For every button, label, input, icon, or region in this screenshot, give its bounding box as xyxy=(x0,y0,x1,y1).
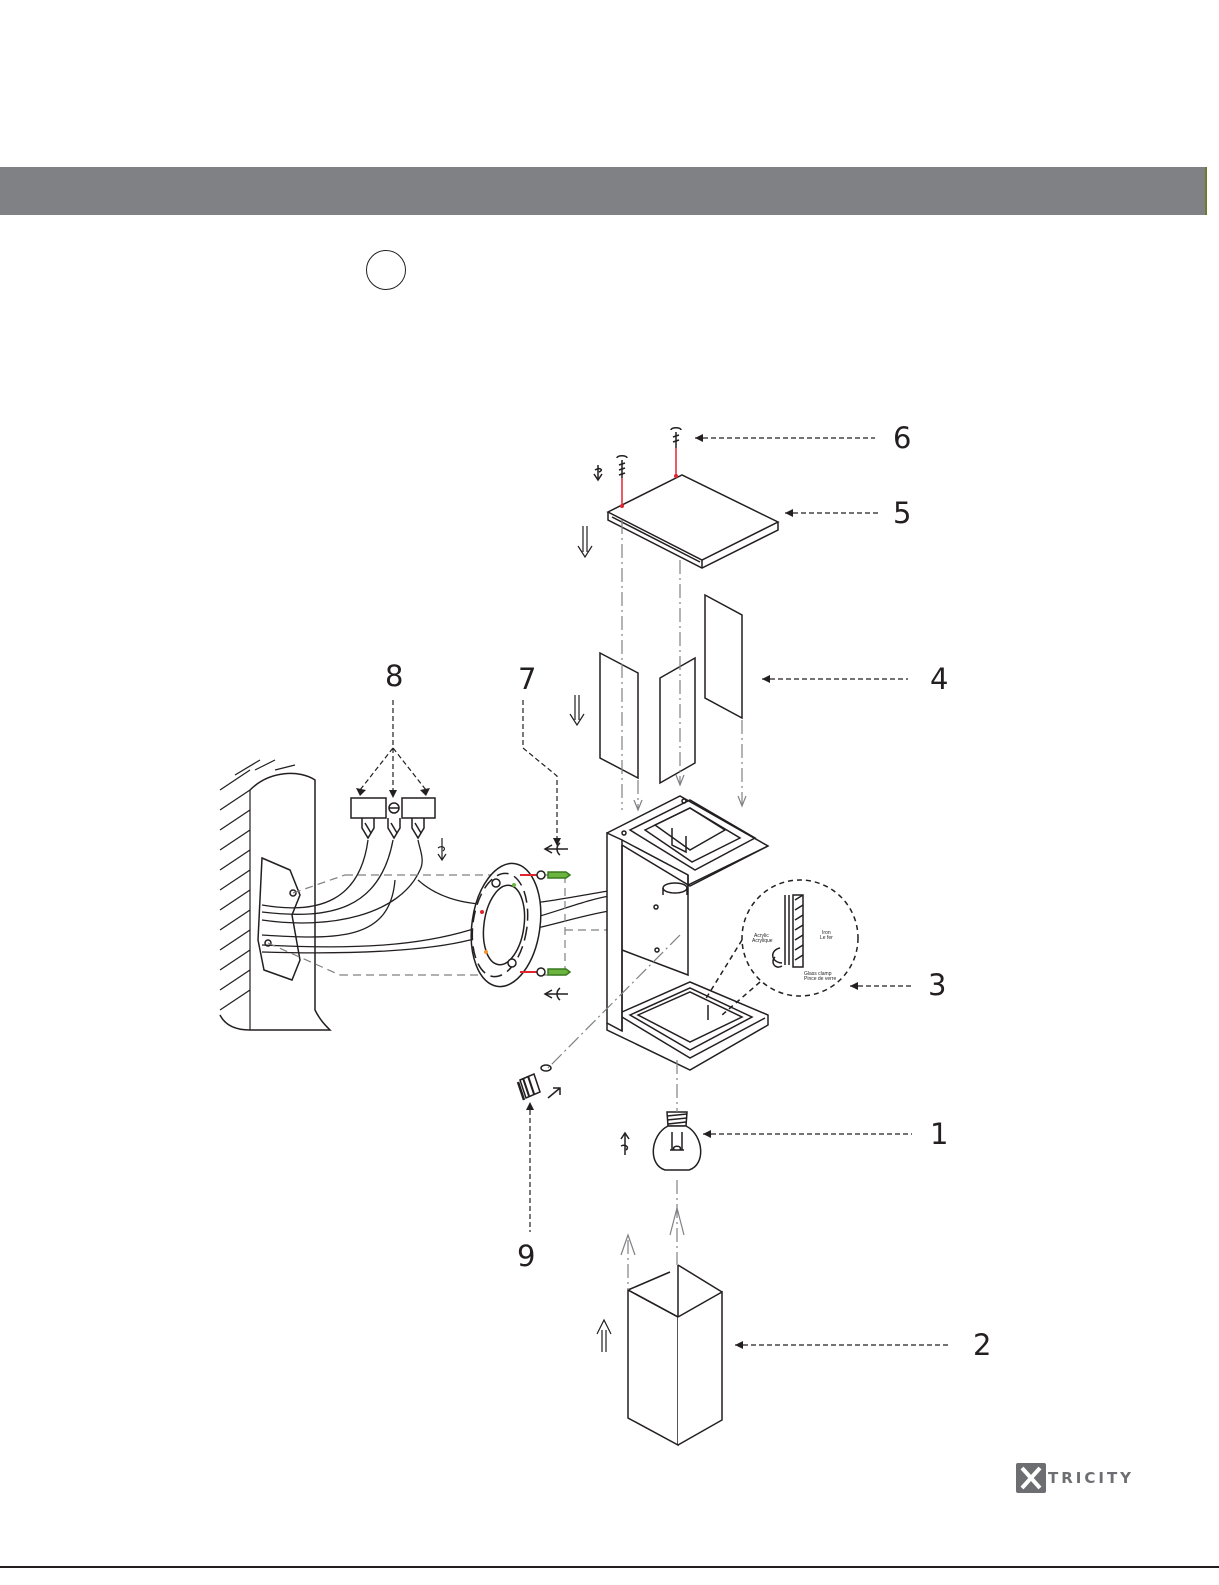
callout-2: 2 xyxy=(973,1331,991,1360)
wall xyxy=(220,760,330,1030)
detail-label-pince-de-verre: Pince de verre xyxy=(804,976,836,982)
brand-logo: TRICITY xyxy=(1016,1461,1166,1495)
light-bulb xyxy=(621,1112,701,1170)
detail-label-le-fer: Le fer xyxy=(820,935,833,941)
footer-rule xyxy=(0,1566,1219,1568)
guide-lines-wall xyxy=(268,875,615,975)
callout-5: 5 xyxy=(893,499,911,528)
callout-7: 7 xyxy=(518,665,536,694)
detail-label-acrylique: Acrylique xyxy=(752,938,773,944)
callout-3: 3 xyxy=(928,971,946,1000)
logo-text: TRICITY xyxy=(1048,1469,1134,1487)
cap-nut xyxy=(518,1065,560,1100)
wire-connectors xyxy=(351,798,435,838)
callout-4: 4 xyxy=(930,665,948,694)
callout-8: 8 xyxy=(385,662,403,691)
callout-9: 9 xyxy=(517,1242,535,1271)
outer-shade xyxy=(628,1265,722,1445)
top-cover xyxy=(608,475,778,568)
x-logo-icon xyxy=(1016,1463,1046,1493)
callout-1: 1 xyxy=(930,1120,948,1149)
leader-lines xyxy=(360,438,950,1345)
callout-6: 6 xyxy=(893,424,911,453)
detail-magnifier xyxy=(705,880,858,1015)
glass-panels xyxy=(600,595,742,783)
